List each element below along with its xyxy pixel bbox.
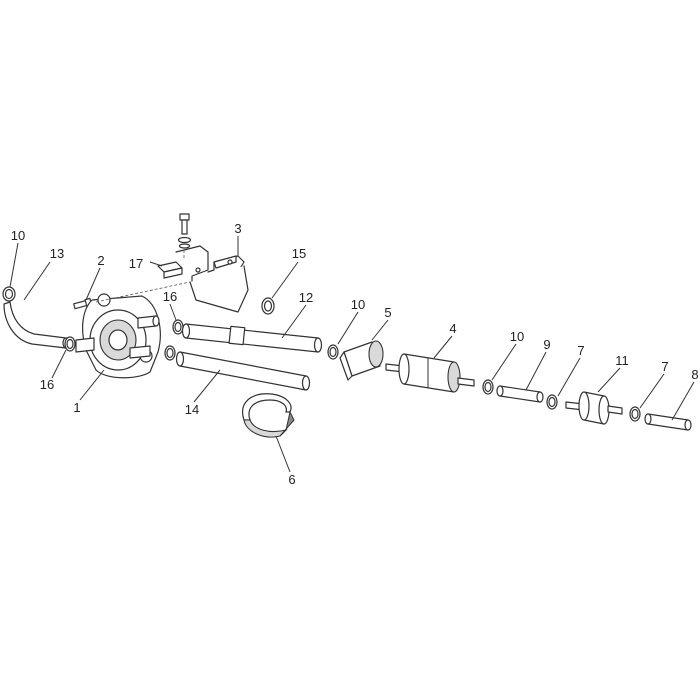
bracket-bolt — [177, 213, 192, 249]
callout-4: 4 — [449, 321, 456, 336]
callout-1: 1 — [73, 400, 80, 415]
part-13-hose — [3, 301, 70, 349]
callout-13: 13 — [50, 246, 64, 261]
part-16-clamp-lower — [164, 345, 176, 361]
part-6-band-clamp — [242, 393, 295, 438]
part-7-clamp-second — [629, 406, 641, 422]
callout-15: 15 — [292, 246, 306, 261]
callout-10-middle: 10 — [351, 297, 365, 312]
callout-2: 2 — [97, 253, 104, 268]
part-7-clamp-first — [546, 394, 558, 410]
callout-7-first: 7 — [577, 343, 584, 358]
callout-7-second: 7 — [661, 359, 668, 374]
callout-17: 17 — [129, 256, 143, 271]
pump-alignment-line — [95, 281, 191, 303]
callout-11: 11 — [615, 353, 629, 368]
callout-6: 6 — [288, 472, 295, 487]
part-14-pipe-lower — [175, 351, 311, 391]
callout-12: 12 — [299, 290, 313, 305]
part-1-pump-body — [75, 293, 161, 379]
callout-14: 14 — [185, 402, 199, 417]
callout-10-right: 10 — [510, 329, 524, 344]
callout-3: 3 — [234, 221, 241, 236]
callout-10-left: 10 — [11, 228, 25, 243]
callout-9: 9 — [543, 337, 550, 352]
callout-16-lower: 16 — [40, 377, 54, 392]
part-17-clip — [157, 261, 183, 279]
part-10-clamp-middle — [327, 344, 339, 360]
callout-8: 8 — [691, 367, 698, 382]
part-12-pipe-upper — [181, 323, 323, 353]
part-15-clamp — [261, 297, 275, 315]
part-3-bracket — [175, 245, 249, 313]
part-10-clamp-right — [482, 379, 494, 395]
part-5-cap — [339, 340, 384, 381]
part-16-clamp-left — [64, 336, 76, 352]
part-8-hose — [644, 413, 692, 431]
part-9-hose — [496, 385, 544, 403]
part-10-clamp-left — [2, 286, 16, 302]
callout-16-upper: 16 — [163, 289, 177, 304]
part-11-inline-filter — [565, 391, 623, 425]
part-16-clamp-upper — [172, 319, 184, 335]
leader-lines — [9, 236, 695, 473]
callout-5: 5 — [384, 305, 391, 320]
part-4-filter — [385, 353, 475, 393]
